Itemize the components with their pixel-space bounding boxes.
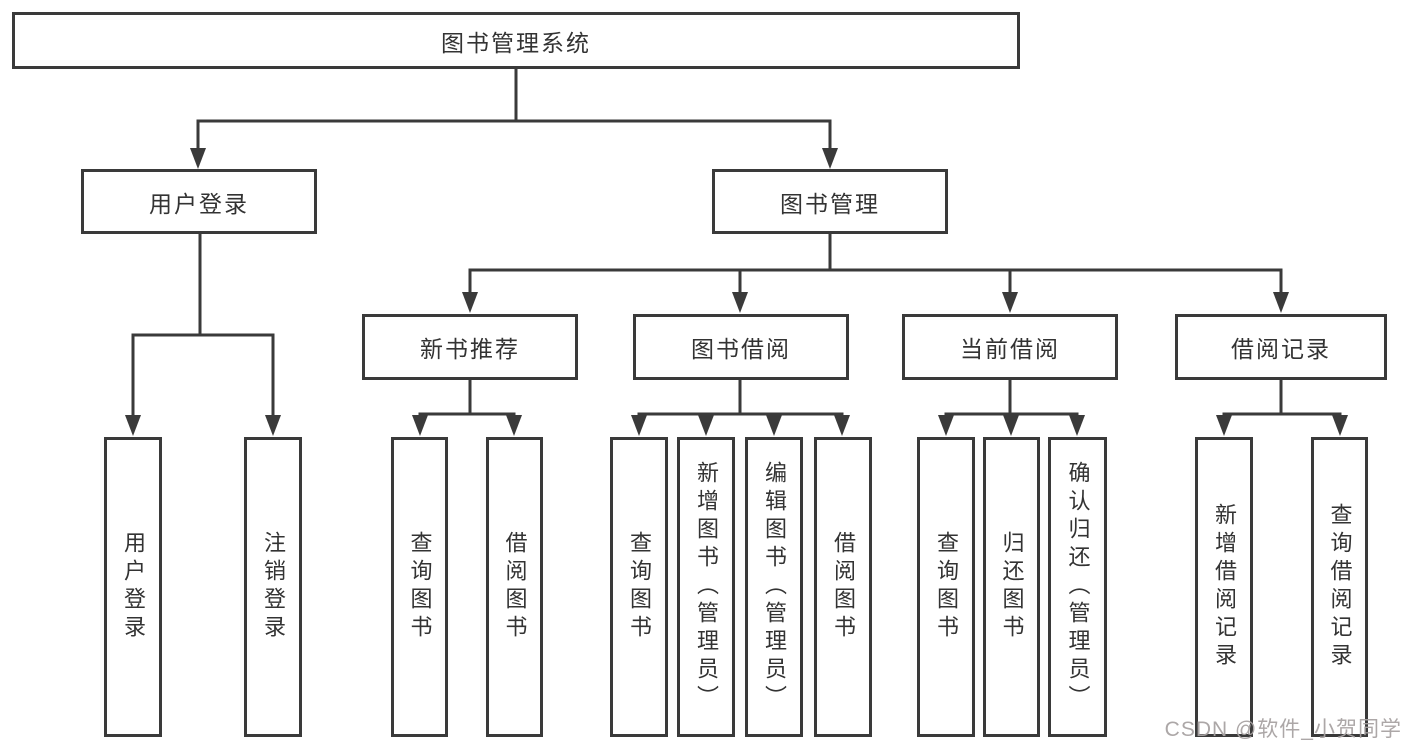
leaf-recommend-query-books: 查询图书: [391, 437, 448, 737]
leaf-add-borrow-record-label: 新增借阅记录: [1212, 503, 1237, 671]
leaf-logout-label: 注销登录: [261, 531, 286, 643]
leaf-borrow-books-label: 借阅图书: [831, 531, 856, 643]
node-book-management: 图书管理: [712, 169, 948, 234]
leaf-add-books-admin: 新增图书（管理员）: [677, 437, 735, 737]
leaf-add-borrow-record: 新增借阅记录: [1195, 437, 1253, 737]
node-user-login: 用户登录: [81, 169, 317, 234]
node-new-book-recommend: 新书推荐: [362, 314, 578, 380]
leaf-borrow-query-books-label: 查询图书: [627, 531, 652, 643]
leaf-logout: 注销登录: [244, 437, 302, 737]
leaf-edit-books-admin: 编辑图书（管理员）: [745, 437, 803, 737]
leaf-recommend-query-books-label: 查询图书: [407, 531, 433, 643]
leaf-add-books-admin-label: 新增图书（管理员）: [694, 461, 719, 713]
connector-strokes: [131, 67, 1342, 422]
leaf-user-login-label: 用户登录: [121, 531, 146, 643]
leaf-query-borrow-record-label: 查询借阅记录: [1327, 503, 1353, 671]
node-borrow-records: 借阅记录: [1175, 314, 1387, 380]
leaf-borrow-query-books: 查询图书: [610, 437, 668, 737]
node-current-borrow: 当前借阅: [902, 314, 1118, 380]
leaf-return-books-label: 归还图书: [999, 531, 1025, 643]
leaf-borrow-books: 借阅图书: [814, 437, 872, 737]
leaf-current-query-books-label: 查询图书: [934, 531, 959, 643]
leaf-query-borrow-record: 查询借阅记录: [1311, 437, 1368, 737]
leaf-recommend-borrow-books-label: 借阅图书: [502, 531, 528, 643]
node-book-borrow: 图书借阅: [633, 314, 849, 380]
leaf-confirm-return-admin: 确认归还（管理员）: [1048, 437, 1107, 737]
leaf-current-query-books: 查询图书: [917, 437, 975, 737]
leaf-return-books: 归还图书: [983, 437, 1040, 737]
node-library-management-system: 图书管理系统: [12, 12, 1020, 69]
leaf-confirm-return-admin-label: 确认归还（管理员）: [1065, 461, 1091, 713]
csdn-watermark: CSDN @软件_小贺同学: [1164, 718, 1402, 741]
leaf-user-login: 用户登录: [104, 437, 162, 737]
leaf-edit-books-admin-label: 编辑图书（管理员）: [762, 461, 787, 713]
leaf-recommend-borrow-books: 借阅图书: [486, 437, 543, 737]
